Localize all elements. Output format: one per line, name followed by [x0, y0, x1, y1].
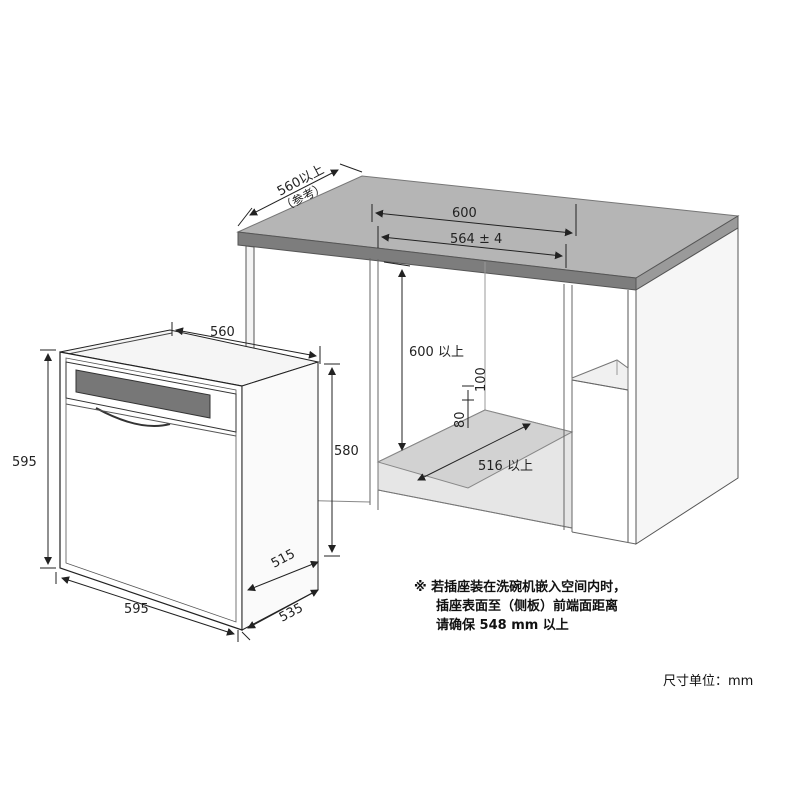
unit-label: 尺寸单位：mm [663, 674, 754, 689]
oven [59, 329, 320, 631]
dim-gap-100-label: 100 [474, 367, 489, 392]
dim-oven-total-depth [241, 589, 319, 641]
dim-cabinet-width-outer [371, 204, 577, 237]
dim-cabinet-width-inner-label: 564 ± 4 [450, 232, 502, 247]
oven-handle [95, 407, 171, 427]
oven-side [241, 361, 319, 631]
dim-cabinet-depth [237, 163, 363, 227]
dim-niche-height-label: 600 以上 [409, 345, 464, 360]
installation-note: ※ 若插座装在洗碗机嵌入空间内时， 插座表面至（侧板）前端面距离 请确保 548… [414, 578, 714, 635]
oven-display-window [75, 369, 211, 419]
dim-niche-height [383, 261, 411, 451]
dim-oven-height-label: 595 [12, 455, 37, 470]
dim-oven-width [55, 572, 239, 642]
dim-oven-body-depth [247, 560, 319, 592]
cabinet-right-panel [635, 227, 739, 545]
dim-gap-80-label: 80 [453, 411, 468, 428]
dim-niche-depth-label: 516 以上 [478, 459, 533, 474]
dim-oven-depth-top-label: 560 [210, 325, 235, 340]
dim-cabinet-width-outer-label: 600 [452, 206, 477, 221]
note-line-1: ※ 若插座装在洗碗机嵌入空间内时， [414, 580, 627, 595]
dim-cabinet-width-inner [377, 226, 567, 268]
note-line-2: 插座表面至（侧板）前端面距离 [436, 599, 619, 614]
dim-niche-depth [417, 423, 531, 481]
dim-vent-gaps [462, 385, 474, 428]
dim-oven-depth-top [171, 322, 321, 364]
dim-oven-body-height [324, 363, 340, 557]
note-line-3: 请确保 548 mm 以上 [436, 618, 569, 633]
dim-oven-height [40, 349, 56, 569]
dim-oven-body-height-label: 580 [334, 444, 359, 459]
dim-oven-width-label: 595 [124, 602, 149, 617]
